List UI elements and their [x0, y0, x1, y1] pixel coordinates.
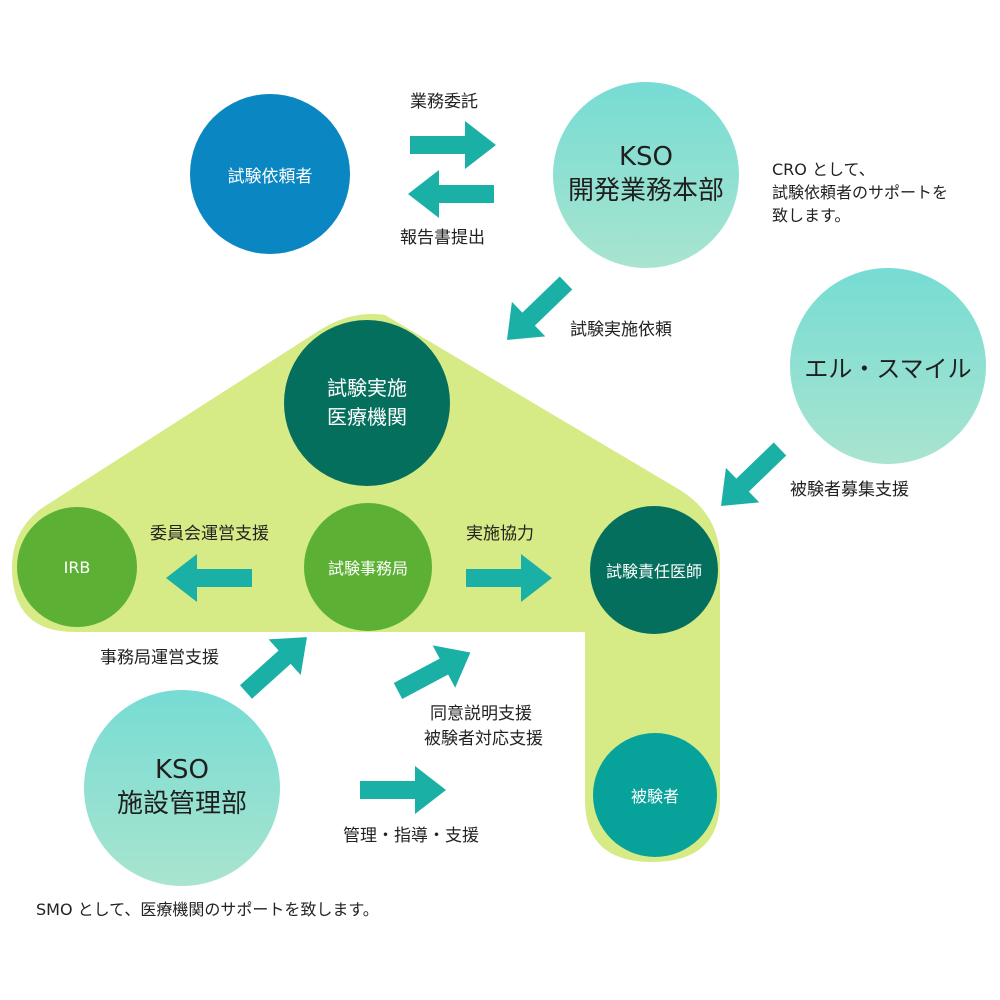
consent-label-line2: 被験者対応支援 [424, 728, 543, 749]
recruit-label: 被験者募集支援 [790, 480, 909, 500]
smo-note: SMO として、医療機関のサポートを致します。 [36, 900, 379, 919]
medical-institution-label-line1: 試験実施 [327, 376, 407, 400]
trial-office-node: 試験事務局 [304, 503, 432, 631]
cro-note-line1: CRO として、 [772, 160, 875, 179]
office-support-arrow-icon [239, 637, 307, 699]
management-arrow-icon [360, 766, 446, 814]
subject-node: 被験者 [593, 733, 717, 857]
consent-label-line1: 同意説明支援 [430, 704, 532, 724]
consent-arrow-icon [393, 645, 471, 699]
kso-development-label-line1: KSO [618, 142, 674, 173]
report-arrow-icon [408, 170, 494, 218]
irb-label: IRB [63, 557, 91, 577]
committee-arrow-icon [166, 554, 252, 602]
l-smile-label: エル・スマイル [804, 354, 972, 383]
medical-institution-node: 試験実施 医療機関 [284, 320, 450, 486]
principal-investigator-node: 試験責任医師 [590, 506, 718, 634]
kso-development-node: KSO 開発業務本部 [553, 82, 739, 268]
client-node: 試験依頼者 [190, 94, 350, 254]
outsourcing-arrow-icon [410, 121, 496, 169]
cro-note: CRO として、 試験依頼者のサポートを 致します。 [772, 158, 948, 228]
consent-label: 同意説明支援 被験者対応支援 [424, 702, 543, 751]
cro-note-line2: 試験依頼者のサポートを [772, 183, 949, 203]
committee-label: 委員会運営支援 [150, 524, 269, 544]
request-arrow-icon [507, 276, 573, 340]
kso-development-label-line2: 開発業務本部 [567, 176, 724, 206]
report-label: 報告書提出 [400, 228, 485, 248]
outsourcing-label: 業務委託 [410, 92, 478, 112]
kso-site-management-label-line1: KSO [154, 755, 210, 786]
client-label: 試験依頼者 [227, 166, 313, 187]
principal-investigator-label: 試験責任医師 [605, 562, 702, 581]
subject-label: 被験者 [630, 787, 679, 806]
management-label: 管理・指導・支援 [343, 826, 479, 846]
recruit-arrow-icon [721, 442, 787, 506]
medical-institution-label-line2: 医療機関 [327, 405, 407, 429]
cro-note-line3: 致します。 [772, 206, 851, 226]
trial-office-label: 試験事務局 [327, 559, 408, 578]
kso-site-management-node: KSO 施設管理部 [84, 690, 280, 886]
office-support-label: 事務局運営支援 [100, 648, 219, 668]
cooperation-arrow-icon [466, 554, 552, 602]
irb-node: IRB [17, 507, 137, 627]
request-label: 試験実施依頼 [570, 320, 672, 340]
kso-site-management-label-line2: 施設管理部 [116, 789, 247, 819]
cooperation-label: 実施協力 [466, 524, 534, 544]
l-smile-node: エル・スマイル [790, 268, 986, 464]
